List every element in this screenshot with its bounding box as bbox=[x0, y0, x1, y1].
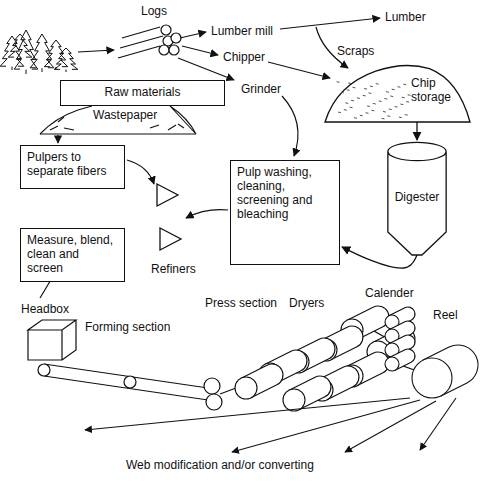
flow-arrow bbox=[78, 50, 114, 52]
section-name: Calender bbox=[364, 286, 415, 300]
reel-drum bbox=[412, 345, 478, 398]
forming-wire bbox=[44, 364, 208, 400]
part-name: Wastepaper bbox=[92, 108, 158, 122]
output-arrow bbox=[85, 398, 410, 430]
output-arrow bbox=[345, 401, 436, 452]
part-name: Chipper bbox=[222, 50, 266, 64]
refiner-symbol bbox=[157, 184, 178, 206]
log-pile bbox=[118, 25, 181, 58]
digester-vessel: Digester bbox=[386, 140, 448, 255]
flow-connector bbox=[342, 247, 417, 268]
output-arrow bbox=[85, 398, 456, 452]
calender-stack bbox=[385, 307, 415, 371]
flow-arrow bbox=[282, 96, 298, 156]
wire-roll bbox=[38, 364, 50, 376]
process-box: Pulpers to separate fibers bbox=[20, 145, 125, 189]
part-name: Lumber bbox=[384, 10, 427, 24]
tree-icon bbox=[54, 48, 78, 72]
section-name: Headbox bbox=[20, 302, 70, 316]
part-name: Scraps bbox=[336, 44, 375, 58]
section-name: Forming section bbox=[84, 320, 171, 334]
flow-connector bbox=[416, 122, 417, 140]
chip-pile: Chip storage bbox=[325, 60, 470, 122]
press-roll bbox=[204, 378, 220, 394]
log-end bbox=[161, 25, 171, 35]
process-box: Measure, blend, clean and screen bbox=[20, 228, 125, 282]
node-text: Raw materials bbox=[67, 85, 218, 99]
press-roll bbox=[206, 394, 222, 410]
flow-arrow bbox=[182, 46, 218, 55]
tree-group bbox=[0, 30, 78, 74]
process-box: Pulp washing, cleaning, screening and bl… bbox=[230, 160, 340, 265]
wastepaper-pile bbox=[40, 106, 196, 134]
node-text: Digester bbox=[386, 190, 448, 204]
tree-icon bbox=[44, 40, 68, 70]
pile-outline bbox=[40, 106, 196, 134]
output-label: Web modification and/or converting bbox=[125, 458, 315, 472]
node-text: Pulp washing, cleaning, screening and bl… bbox=[237, 165, 333, 221]
flow-arrow bbox=[280, 18, 380, 29]
section-name: Press section bbox=[204, 296, 278, 310]
flow-arrow bbox=[180, 32, 206, 38]
flow-arrow bbox=[127, 160, 154, 184]
refiner-symbol bbox=[160, 228, 181, 250]
flow-arrow bbox=[57, 135, 58, 143]
part-name: Refiners bbox=[150, 262, 197, 276]
calender-roll-end bbox=[385, 357, 399, 371]
tree-icon bbox=[8, 34, 32, 60]
refiner-symbol bbox=[157, 184, 181, 250]
section-name: Reel bbox=[432, 308, 459, 322]
log-end bbox=[169, 45, 179, 55]
dryer-group bbox=[235, 306, 415, 411]
process-box: Raw materials bbox=[60, 80, 225, 106]
log-line bbox=[118, 27, 163, 58]
chip-texture bbox=[337, 82, 411, 119]
part-name: Grinder bbox=[240, 82, 282, 96]
output-arrow bbox=[420, 398, 456, 450]
node-text: Chip storage bbox=[411, 76, 470, 104]
part-name: Lumber mill bbox=[210, 24, 274, 38]
dryer-cylinder-end bbox=[283, 389, 305, 411]
log-end bbox=[171, 33, 181, 43]
log-end bbox=[159, 45, 169, 55]
flow-arrow bbox=[268, 62, 330, 78]
section-name: Dryers bbox=[288, 296, 325, 310]
pile-outline bbox=[325, 65, 470, 122]
node-text: Measure, blend, clean and screen bbox=[27, 233, 118, 275]
wire-roll bbox=[124, 376, 136, 388]
part-name: Logs bbox=[140, 4, 168, 18]
headbox-body bbox=[28, 320, 76, 360]
dryer-cylinder-end bbox=[235, 377, 257, 399]
reel-end bbox=[412, 358, 452, 398]
node-text: Pulpers to separate fibers bbox=[27, 150, 118, 178]
flow-arrow bbox=[186, 210, 228, 218]
paper-machine bbox=[28, 320, 420, 410]
